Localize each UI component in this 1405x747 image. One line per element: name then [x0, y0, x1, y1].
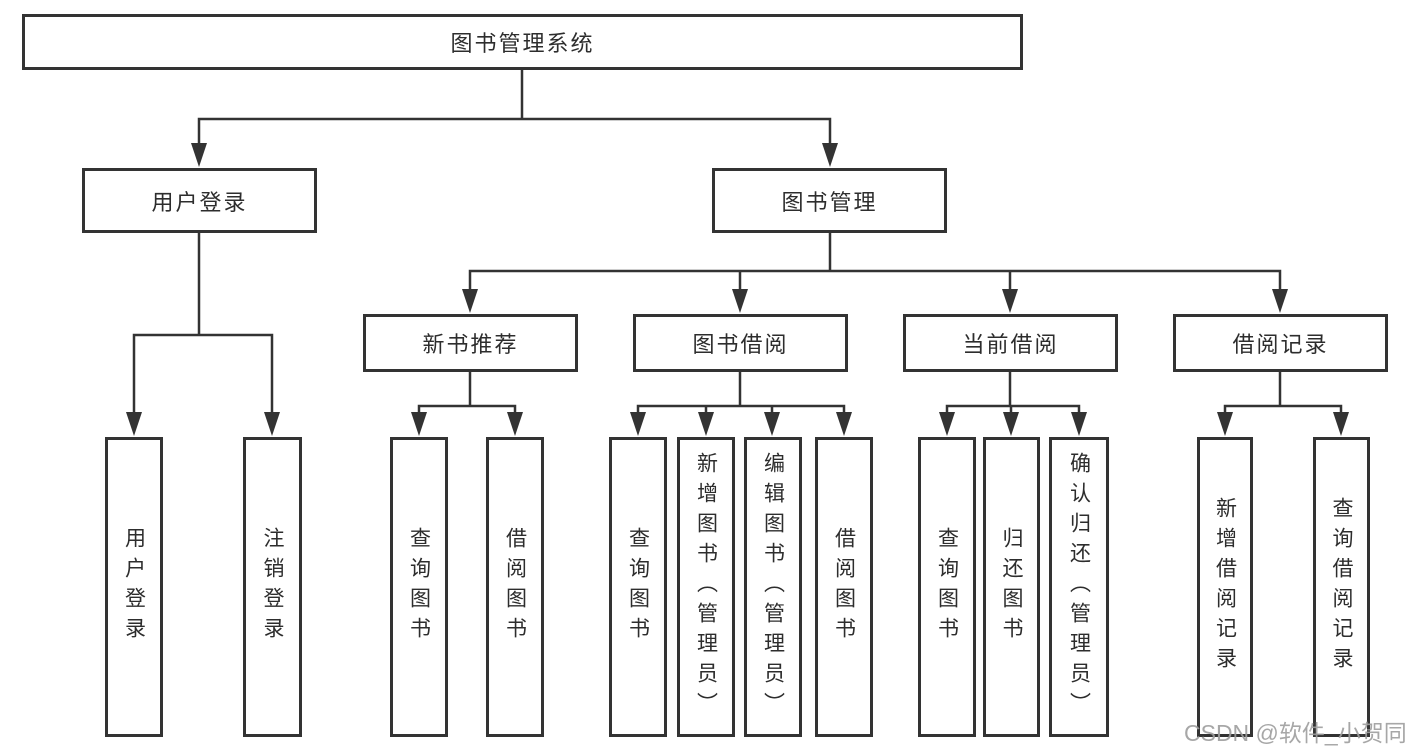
leaf-current-query-books: 查询图书 — [918, 437, 976, 737]
leaf-label: 新增借阅记录 — [1213, 497, 1237, 677]
watermark: CSDN @软件_小贺同学 — [1184, 720, 1405, 746]
leaf-records-query-record: 查询借阅记录 — [1313, 437, 1370, 737]
node-label: 图书管理 — [781, 189, 878, 215]
node-user-login: 用户登录 — [82, 168, 317, 233]
leaf-label: 新增图书（管理员） — [694, 452, 718, 722]
leaf-current-return-books: 归还图书 — [983, 437, 1040, 737]
node-label: 用户登录 — [151, 189, 248, 215]
leaf-label: 注销登录 — [261, 527, 285, 647]
leaf-label: 查询图书 — [407, 527, 431, 647]
leaf-label: 查询图书 — [626, 527, 650, 647]
leaf-records-add-record: 新增借阅记录 — [1197, 437, 1253, 737]
leaf-label: 用户登录 — [122, 527, 146, 647]
node-label: 当前借阅 — [962, 332, 1059, 357]
leaf-newbooks-borrow-books: 借阅图书 — [486, 437, 544, 737]
leaf-label: 确认归还（管理员） — [1067, 452, 1091, 722]
node-borrow-records: 借阅记录 — [1173, 314, 1388, 372]
leaf-label: 编辑图书（管理员） — [761, 452, 785, 722]
leaf-logout: 注销登录 — [243, 437, 302, 737]
leaf-label: 查询图书 — [935, 527, 959, 647]
leaf-label: 归还图书 — [1000, 527, 1024, 647]
leaf-label: 借阅图书 — [832, 527, 856, 647]
node-new-book-recommend: 新书推荐 — [363, 314, 578, 372]
leaf-newbooks-query-books: 查询图书 — [390, 437, 448, 737]
node-library-management-system: 图书管理系统 — [22, 14, 1023, 70]
leaf-current-confirm-return-admin: 确认归还（管理员） — [1049, 437, 1109, 737]
leaf-borrow-add-books-admin: 新增图书（管理员） — [677, 437, 735, 737]
node-label: 图书管理系统 — [450, 31, 595, 56]
node-label: 图书借阅 — [692, 332, 789, 357]
node-label: 新书推荐 — [422, 332, 519, 357]
leaf-label: 借阅图书 — [503, 527, 527, 647]
node-current-borrow: 当前借阅 — [903, 314, 1118, 372]
node-label: 借阅记录 — [1232, 332, 1329, 357]
node-book-borrow: 图书借阅 — [633, 314, 848, 372]
node-book-management: 图书管理 — [712, 168, 947, 233]
leaf-borrow-edit-books-admin: 编辑图书（管理员） — [744, 437, 802, 737]
leaf-borrow-query-books: 查询图书 — [609, 437, 667, 737]
leaf-borrow-borrow-books: 借阅图书 — [815, 437, 873, 737]
leaf-label: 查询借阅记录 — [1330, 497, 1354, 677]
leaf-user-login: 用户登录 — [105, 437, 163, 737]
